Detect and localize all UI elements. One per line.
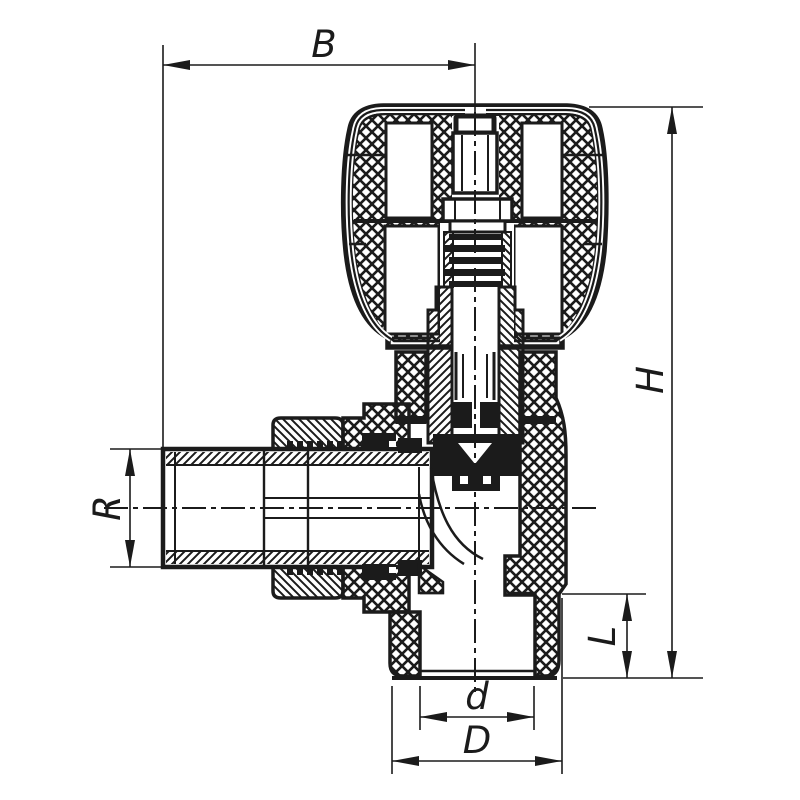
dimension-H: H: [563, 106, 703, 679]
dimension-label-B: B: [311, 23, 336, 66]
seal-rings: [362, 433, 422, 580]
handle-cavity: [384, 121, 434, 220]
arrowhead: [125, 540, 135, 567]
bonnet-gland-right: [497, 285, 525, 445]
dimension-D: D: [391, 598, 563, 774]
arrowhead: [448, 60, 475, 70]
stem-collar: [448, 219, 507, 234]
dimension-d: d: [419, 675, 535, 730]
arrowhead: [392, 756, 419, 766]
bonnet-hex-left: [394, 350, 428, 424]
arrowhead: [163, 60, 190, 70]
arrowhead: [667, 651, 677, 678]
arrowhead: [420, 712, 447, 722]
socket-left-wall: [388, 610, 422, 678]
dimension-label-R: R: [86, 495, 129, 521]
dimension-L: L: [562, 593, 646, 678]
centerlines: [104, 112, 597, 694]
handle-cavity: [520, 121, 564, 220]
flow-passage-curve: [429, 467, 484, 561]
packing-seals: [452, 402, 500, 428]
dimension-R: R: [86, 448, 163, 568]
arrowhead: [622, 594, 632, 621]
pipe-wall-bottom-hatch: [166, 551, 429, 564]
pipe-wall-top-hatch: [166, 452, 429, 465]
arrowhead: [125, 449, 135, 476]
flow-passage-curve: [417, 493, 465, 566]
bonnet-gland-left: [426, 285, 454, 445]
stem-nut: [441, 197, 514, 223]
gland-wall: [501, 231, 512, 288]
dimension-label-L: L: [581, 626, 624, 647]
handle-ribs: [345, 153, 605, 246]
dimension-label-D: D: [463, 719, 492, 762]
arrowhead: [667, 107, 677, 134]
dimension-label-d: d: [465, 675, 489, 718]
arrowhead: [507, 712, 534, 722]
thread-teeth-top: [287, 441, 343, 449]
body-neck: [341, 402, 422, 614]
arrowhead: [535, 756, 562, 766]
dimension-label-H: H: [629, 366, 672, 394]
arrowhead: [622, 651, 632, 678]
thread-teeth-bottom: [287, 567, 343, 575]
dimension-B: B: [162, 23, 476, 448]
valve-body: [388, 350, 568, 680]
handle: [340, 103, 609, 350]
handle-rim: [388, 336, 564, 350]
